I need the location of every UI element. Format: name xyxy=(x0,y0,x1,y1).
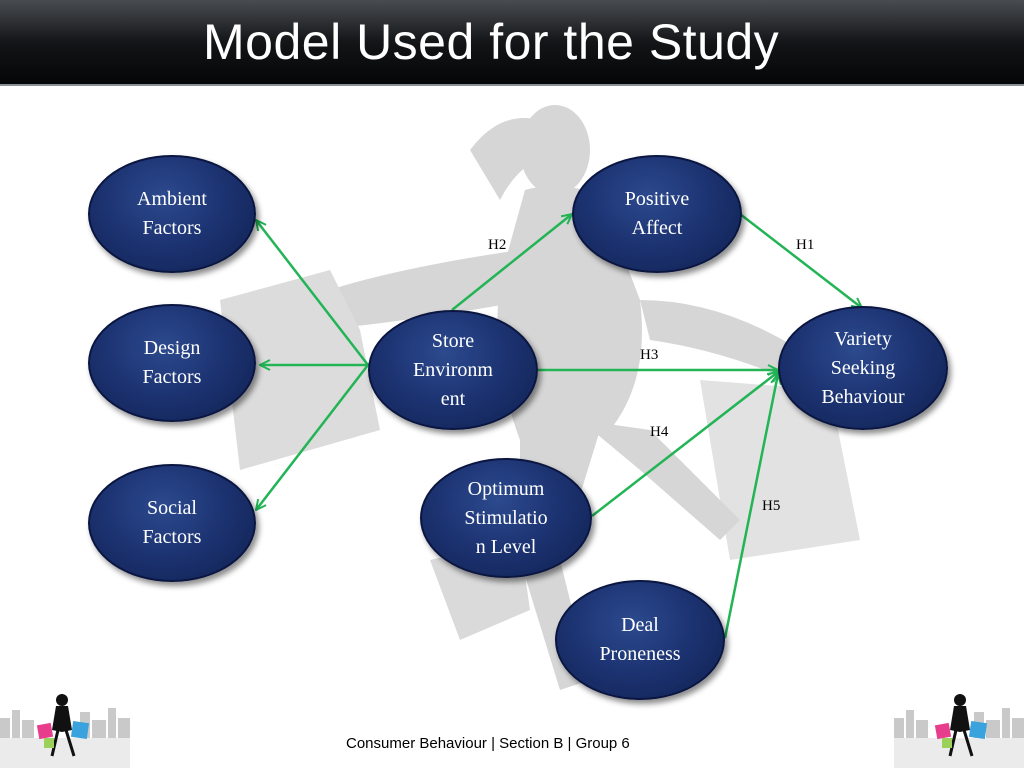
hypothesis-label-h4: H4 xyxy=(650,424,669,440)
hypothesis-label-h5: H5 xyxy=(762,498,781,514)
node-ambient-factors: Ambient Factors xyxy=(88,155,256,273)
arrow-store-to-social xyxy=(256,364,369,510)
arrow-store-to-ambient xyxy=(256,220,369,366)
node-store-environment-label: Store Environm ent xyxy=(413,329,493,410)
arrow-positive-to-variety xyxy=(739,213,862,308)
node-variety-seeking-behaviour: Variety Seeking Behaviour xyxy=(778,306,948,430)
node-ambient-factors-label: Ambient Factors xyxy=(137,188,207,239)
slide-title: Model Used for the Study xyxy=(203,14,780,70)
node-deal-proneness-label: Deal Proneness xyxy=(599,614,681,665)
node-optimum-stimulation-level-label: Optimum Stimulatio n Level xyxy=(464,477,548,558)
hypothesis-label-h3: H3 xyxy=(640,347,659,363)
node-store-environment: Store Environm ent xyxy=(368,310,538,430)
node-positive-affect: Positive Affect xyxy=(572,155,742,273)
hypothesis-label-h1: H1 xyxy=(796,237,815,253)
node-social-factors-label: Social Factors xyxy=(142,497,202,548)
node-design-factors: Design Factors xyxy=(88,304,256,422)
node-deal-proneness: Deal Proneness xyxy=(555,580,725,700)
shopper-logo-icon-right xyxy=(894,694,1024,768)
node-positive-affect-label: Positive Affect xyxy=(624,188,690,239)
slide-footer: Consumer Behaviour | Section B | Group 6 xyxy=(346,735,630,752)
arrow-store-to-positive xyxy=(451,214,572,311)
arrow-deal-to-variety xyxy=(723,374,778,639)
node-optimum-stimulation-level: Optimum Stimulatio n Level xyxy=(420,458,592,578)
shopper-logo-icon-left xyxy=(0,694,130,768)
node-design-factors-label: Design Factors xyxy=(142,337,202,388)
node-variety-seeking-behaviour-label: Variety Seeking Behaviour xyxy=(821,327,905,408)
node-social-factors: Social Factors xyxy=(88,464,256,582)
title-bar: Model Used for the Study xyxy=(0,0,1024,86)
hypothesis-label-h2: H2 xyxy=(488,237,507,253)
title-bar-sheen xyxy=(0,0,1024,40)
arrow-optimum-to-variety xyxy=(591,372,778,517)
